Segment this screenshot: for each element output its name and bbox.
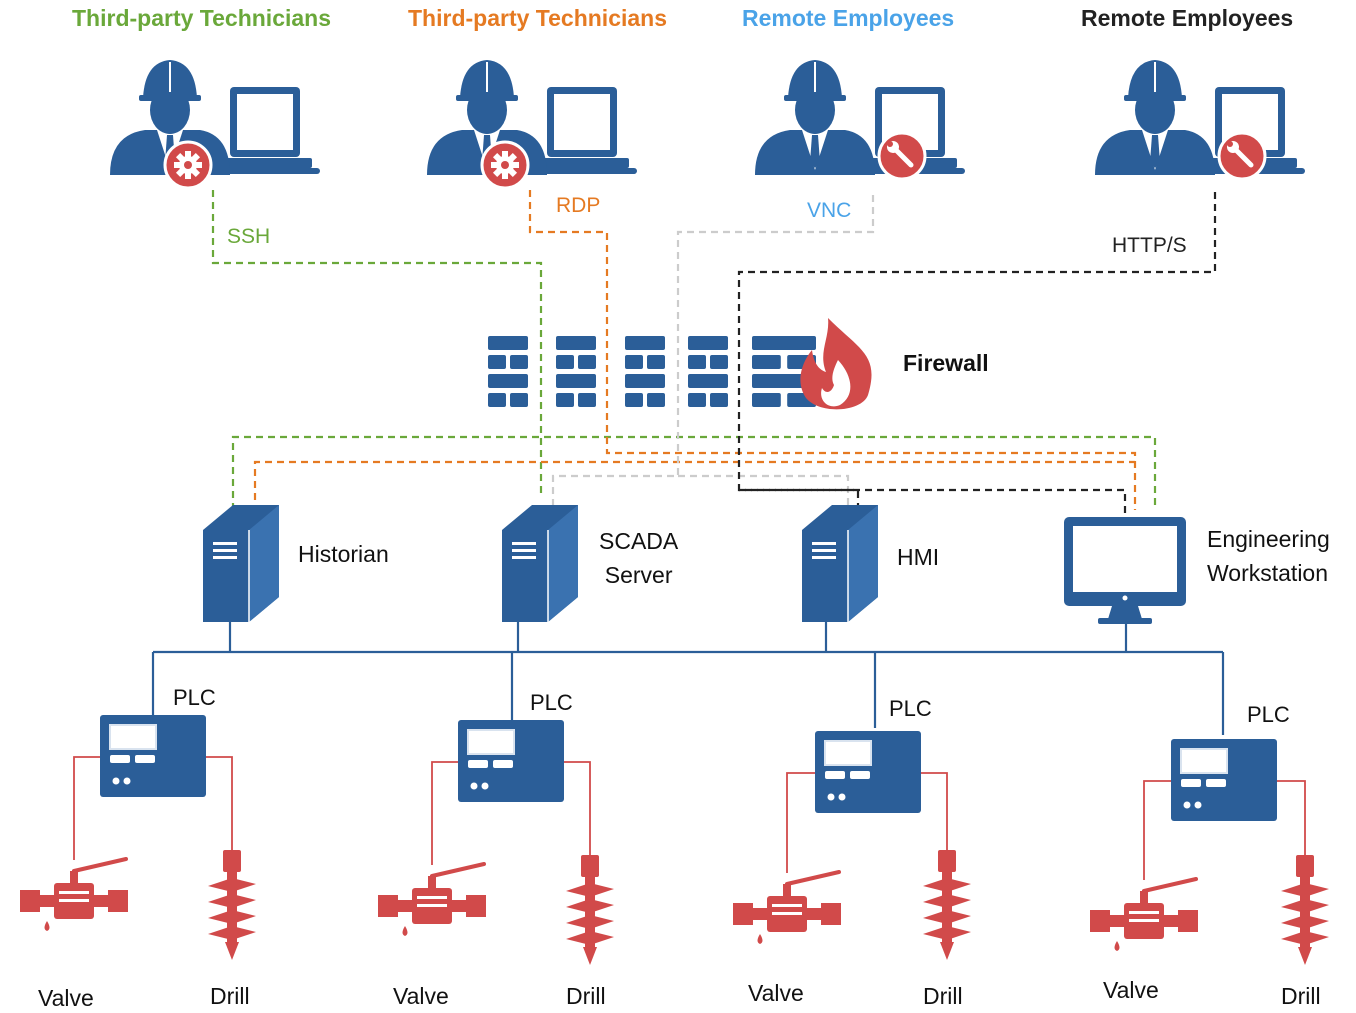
- drill-label-1: Drill: [210, 983, 250, 1009]
- user-title-3: Remote Employees: [742, 5, 955, 31]
- ssh-link-branch: [231, 435, 1157, 510]
- monitor-icon: [1064, 517, 1186, 624]
- valve-icon-4: [1090, 877, 1198, 951]
- plc-drill-wire-2: [564, 761, 591, 855]
- engineering-workstation-label: Engineering Workstation: [1207, 526, 1330, 586]
- rdp-link-branch: [253, 460, 1135, 500]
- plc-valve-wire-2: [431, 761, 458, 865]
- plc-icon-3: [815, 731, 921, 813]
- scada-server-label: SCADA Server: [599, 528, 679, 588]
- vnc-link-main: [551, 195, 875, 505]
- server-icon-2: [502, 505, 578, 622]
- plc-drill-wire-3: [921, 772, 948, 850]
- plc-drill-wire-4: [1277, 780, 1306, 855]
- plc-icon-4: [1171, 739, 1277, 821]
- plc-label-3: PLC: [889, 696, 932, 721]
- user-title-4: Remote Employees: [1081, 5, 1294, 31]
- user-title-2: Third-party Technicians: [408, 5, 668, 31]
- drill-icon-4: [1281, 855, 1329, 965]
- user-title-1: Third-party Technicians: [72, 5, 332, 31]
- wrench-icon: [1227, 141, 1254, 168]
- protocol-label-https: HTTP/S: [1112, 234, 1187, 257]
- valve-label-1: Valve: [38, 985, 94, 1011]
- valve-label-2: Valve: [393, 983, 449, 1009]
- ssh-link-main: [211, 190, 543, 498]
- drill-label-2: Drill: [566, 983, 606, 1009]
- valve-label-4: Valve: [1103, 977, 1159, 1003]
- gear-icon: [174, 151, 202, 179]
- https-link-branch: [739, 488, 860, 505]
- drill-icon-1: [208, 850, 256, 960]
- gear-icon: [491, 151, 519, 179]
- drill-label-4: Drill: [1281, 983, 1321, 1009]
- plc-valve-wire-1: [73, 756, 100, 860]
- user-icon-1: [110, 60, 320, 190]
- user-icon-4: [1095, 60, 1305, 181]
- https-link-main: [737, 192, 1217, 515]
- wrench-icon: [887, 141, 914, 168]
- plc-valve-wire-3: [786, 772, 815, 873]
- drill-icon-2: [566, 855, 614, 965]
- vnc-link-branch: [678, 474, 850, 505]
- hmi-label: HMI: [897, 544, 940, 570]
- server-icon-3: [802, 505, 878, 622]
- plc-icon-1: [100, 715, 206, 797]
- firewall-icon: [488, 318, 872, 410]
- valve-icon-2: [378, 862, 486, 936]
- plc-valve-wire-4: [1143, 780, 1171, 880]
- user-icon-3: [755, 60, 965, 181]
- firewall-label: Firewall: [903, 350, 989, 376]
- valve-label-3: Valve: [748, 980, 804, 1006]
- drill-label-3: Drill: [923, 983, 963, 1009]
- protocol-label-vnc: VNC: [807, 199, 852, 222]
- historian-label: Historian: [298, 541, 389, 567]
- protocol-label-ssh: SSH: [227, 225, 271, 248]
- plc-label-1: PLC: [173, 685, 216, 710]
- plc-label-4: PLC: [1247, 702, 1290, 727]
- server-icon-1: [203, 505, 279, 622]
- user-icon-2: [427, 60, 637, 190]
- protocol-label-rdp: RDP: [556, 194, 601, 217]
- drill-icon-3: [923, 850, 971, 960]
- plc-drill-wire-1: [206, 756, 233, 850]
- valve-icon-1: [20, 857, 128, 931]
- plc-label-2: PLC: [530, 690, 573, 715]
- plc-icon-2: [458, 720, 564, 802]
- valve-icon-3: [733, 870, 841, 944]
